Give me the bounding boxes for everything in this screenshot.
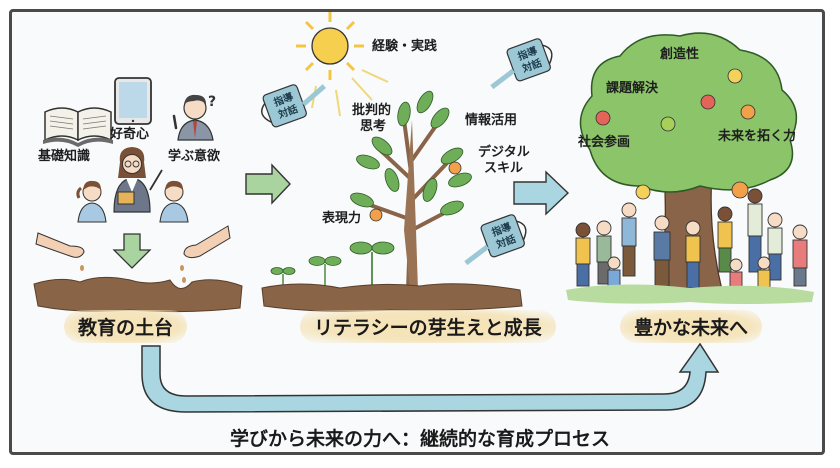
soil-icon [261,283,523,312]
watering-can-icon[interactable]: 指導 対話 [256,75,332,130]
teacher-icon [113,147,163,213]
label-basic-knowledge: 基礎知識 [38,149,91,164]
footer-caption: 学びから未来の力へ：継続的な育成プロセス [229,428,610,450]
watering-can-icon[interactable]: 指導 対話 [456,212,532,267]
process-loop-arrow[interactable] [141,342,720,413]
seed-hand-icon [180,225,231,283]
watering-can-icon[interactable]: 指導 対話 [482,36,558,91]
label-curiosity: 好奇心 [110,127,150,142]
label-critical-thinking-2: 思考 [360,119,387,134]
question-mark: ? [208,94,216,110]
label-critical-thinking-1: 批判的 [352,103,392,118]
thinking-student-icon: ? [172,94,216,141]
label-digital-2: スキル [484,161,524,176]
stage-title-foundation: 教育の土台 [64,310,188,343]
grass-icon [566,284,814,304]
label-motivation: 学ぶ意欲 [168,149,221,164]
seed-hand-icon [35,232,85,271]
label-future-power: 未来を拓く力 [718,129,797,144]
label-social-participation: 社会参画 [578,135,631,150]
child-icon [76,180,107,223]
right-arrow-icon [245,163,291,205]
young-tree-icon [350,90,472,292]
down-arrow-icon [112,233,152,269]
big-tree-icon [579,32,798,291]
soil-icon [33,276,243,313]
sun-icon [296,12,389,117]
child-icon [159,180,189,223]
label-problem-solving: 課題解決 [606,81,659,96]
label-digital-1: デジタル [478,145,530,160]
label-experience: 経験・実践 [372,39,438,54]
open-book-icon [43,107,113,147]
people-group-icon [575,188,808,291]
label-creativity: 創造性 [660,47,700,62]
label-info-use: 情報活用 [465,113,518,128]
stage-title-rich-future: 豊かな未来へ [620,310,763,343]
stage-title-literacy-growth: リテラシーの芽生えと成長 [300,310,556,343]
right-arrow-icon [513,170,570,216]
label-expression: 表現力 [322,211,362,226]
tablet-icon [114,77,152,125]
sprout-icon [270,241,395,290]
